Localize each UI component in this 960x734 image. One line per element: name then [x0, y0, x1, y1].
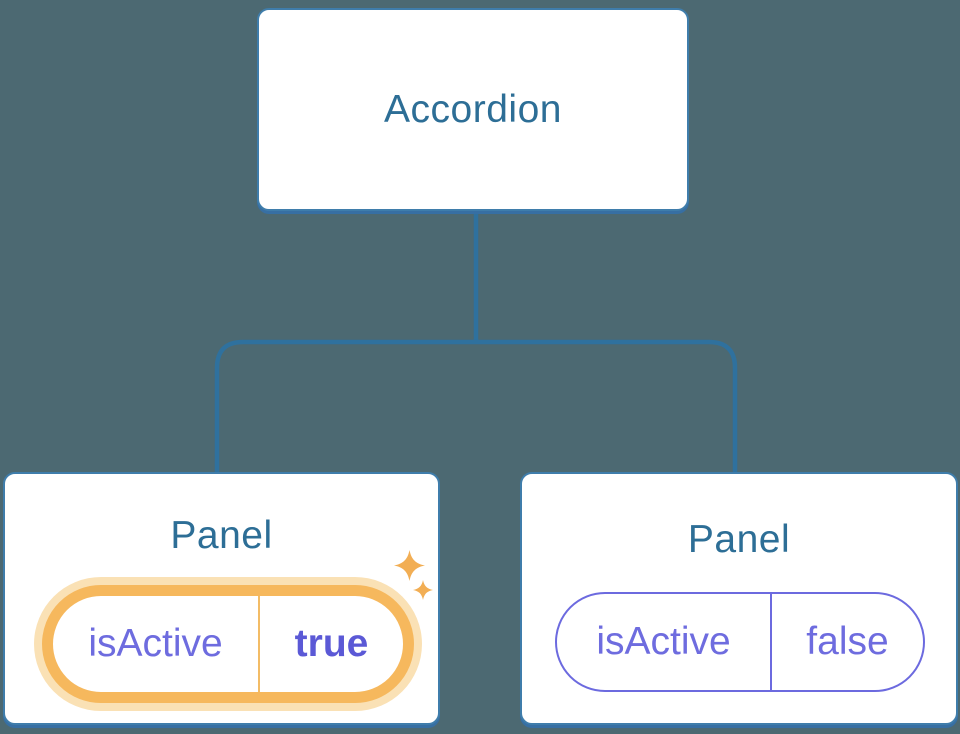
panel-node-label: Panel: [687, 518, 791, 561]
state-pill-divider: [770, 594, 772, 690]
state-pill-inactive: isActive false: [555, 592, 925, 692]
sparkle-icon: [394, 550, 425, 581]
state-pill-active: isActive true: [42, 585, 414, 703]
state-pill-divider: [258, 596, 260, 692]
sparkle-icon: [413, 580, 433, 600]
state-prop-label: isActive: [596, 620, 731, 663]
state-value: false: [806, 620, 889, 663]
panel-node-active: Panel isActive true: [3, 472, 440, 725]
state-value: true: [294, 622, 369, 665]
connector-branch: [214, 339, 738, 472]
accordion-node-label: Accordion: [384, 87, 562, 131]
panel-node-label: Panel: [170, 514, 273, 557]
state-prop-label: isActive: [88, 622, 223, 665]
accordion-node: Accordion: [257, 8, 689, 211]
panel-node-inactive: Panel isActive false: [520, 472, 958, 725]
